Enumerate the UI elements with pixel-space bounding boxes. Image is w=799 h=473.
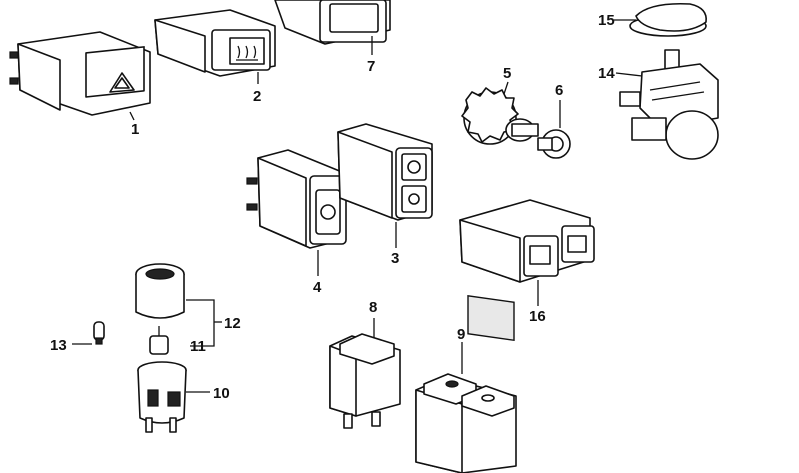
double-switch-part [459, 199, 595, 342]
callout-12: 12 [224, 315, 241, 332]
switch-part-7 [274, 0, 391, 45]
light-icon-upper [407, 160, 421, 174]
callout-14: 14 [598, 65, 615, 82]
callout-9: 9 [457, 326, 465, 343]
socket-cap-part [135, 263, 185, 319]
callout-15: 15 [598, 12, 615, 29]
callout-6: 6 [555, 82, 563, 99]
bulb-holder-part [149, 326, 169, 355]
small-knob-part [537, 129, 571, 159]
light-switch-part [246, 149, 347, 249]
callout-3: 3 [391, 250, 399, 267]
hazard-switch-part [9, 31, 151, 116]
rotary-switch-assembly-part [619, 49, 719, 160]
knob-part [629, 2, 707, 37]
socket-housing-part [137, 361, 187, 433]
callout-13: 13 [50, 337, 67, 354]
callout-1: 1 [131, 121, 139, 138]
twin-push-switch-part [415, 373, 517, 473]
defrost-icon [237, 45, 257, 59]
callout-5: 5 [503, 65, 511, 82]
callout-4: 4 [313, 279, 322, 296]
bulb-part [93, 321, 105, 345]
rotary-gear-switch-part [461, 87, 539, 145]
callout-16: 16 [529, 308, 546, 325]
callout-11: 11 [190, 338, 206, 355]
callout-10: 10 [213, 385, 230, 402]
push-switch-part [329, 333, 401, 429]
callout-2: 2 [253, 88, 261, 105]
light-icon [320, 204, 336, 220]
light-icon-lower [408, 193, 420, 205]
callout-7: 7 [367, 58, 375, 75]
dual-light-switch-part [337, 123, 433, 221]
callout-8: 8 [369, 299, 377, 316]
rear-defrost-switch-part [154, 9, 276, 77]
